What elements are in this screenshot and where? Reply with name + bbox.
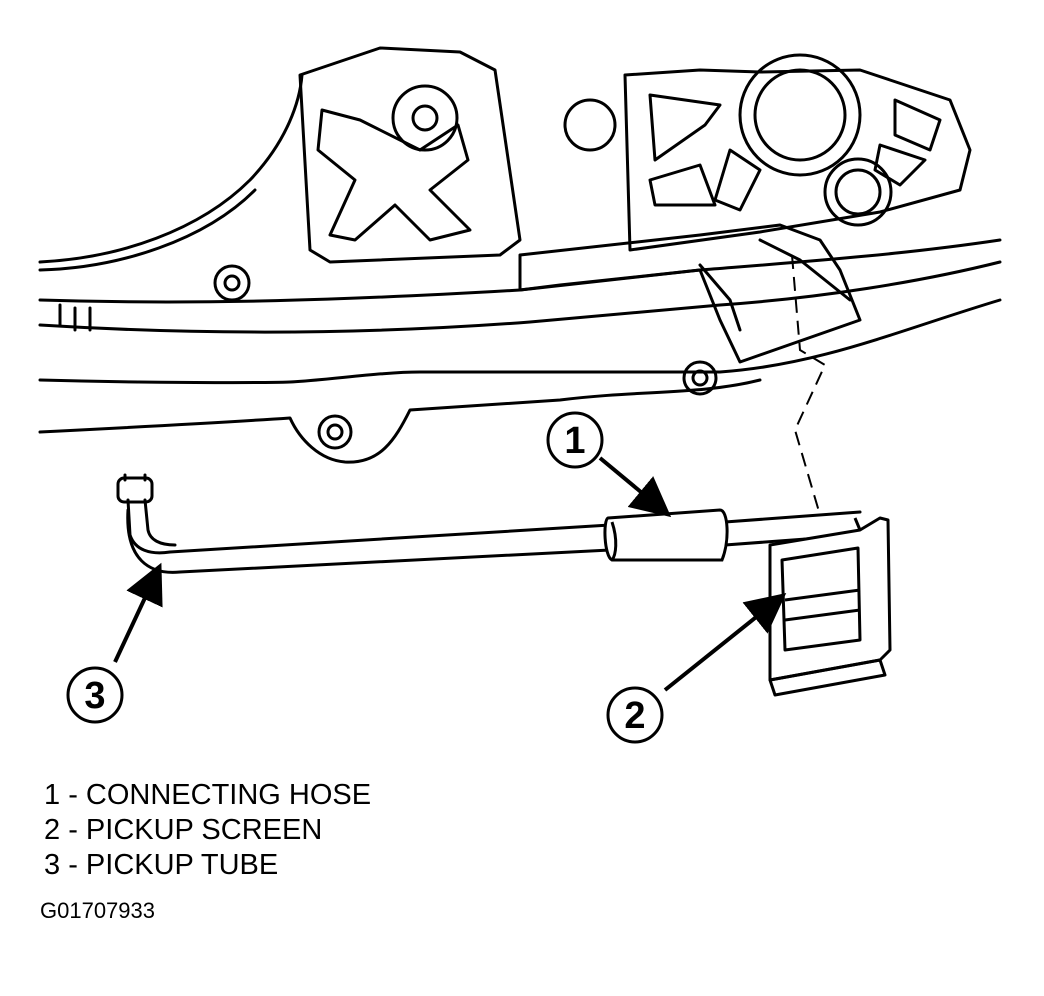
callout-2-circle [606,686,664,744]
pickup-tube-outline-top [126,498,612,555]
legend-num: 2 [44,814,61,846]
right-boss [823,157,893,227]
legend-num: 1 [44,779,61,811]
housing-bottom-edge [38,378,762,464]
legend: 1 - CONNECTING HOSE 2 - PICKUP SCREEN 3 … [44,778,371,883]
left-casting [298,46,522,264]
callout-1-leader [598,456,672,518]
callout-3-number: 3 [84,675,105,717]
pickup-screen [768,516,892,697]
alignment-line [791,254,827,516]
housing-flange-lower [38,298,1002,385]
callout-3: 3 [66,562,163,724]
pickup-tube [116,473,862,574]
housing-left-arc [38,73,304,264]
pickup-tube-end-fitting [116,476,154,504]
housing-flange-mid [38,260,1002,334]
legend-item-pickup-tube: 3 - PICKUP TUBE [44,848,371,883]
callout-2: 2 [606,593,787,744]
callout-2-leader [663,593,787,692]
callout-1-circle [546,411,604,469]
left-boss [391,84,459,152]
callout-1: 1 [546,411,672,518]
legend-sep: - [60,849,86,881]
housing-flange-upper [38,238,1002,304]
legend-label: PICKUP TUBE [85,849,279,881]
legend-item-connecting-hose: 1 - CONNECTING HOSE [44,778,371,813]
figure-code: G01707933 [40,898,155,923]
callout-3-circle [66,666,124,724]
bolt-hole-2 [317,414,353,450]
callout-1-number: 1 [564,420,585,462]
bolt-hole-1 [213,264,251,302]
gallery-boss [518,223,862,364]
legend-num: 3 [44,849,61,881]
round-pad [563,98,617,152]
engine-housing [38,46,1002,464]
legend-item-pickup-screen: 2 - PICKUP SCREEN [44,813,371,848]
legend-sep: - [60,779,86,811]
legend-sep: - [60,814,86,846]
connecting-hose [603,508,729,562]
pickup-tube-outline-bottom [143,498,177,547]
legend-label: PICKUP SCREEN [85,814,323,846]
bolt-hole-3 [682,360,718,396]
callout-3-leader [113,562,163,663]
callout-2-number: 2 [624,695,645,737]
legend-label: CONNECTING HOSE [85,779,372,811]
right-casting [623,68,972,252]
shaft-bore [738,53,862,177]
